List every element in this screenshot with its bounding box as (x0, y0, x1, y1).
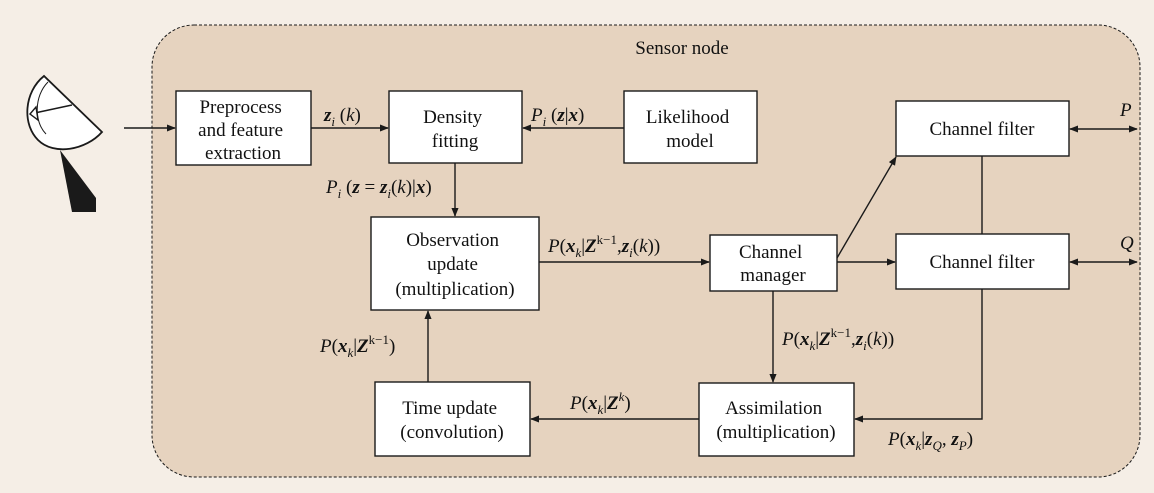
density-fitting-block: Density fitting (388, 90, 523, 164)
preprocess-block: Preprocess and feature extraction (175, 90, 312, 166)
preprocess-label: Preprocess and feature extraction (198, 97, 288, 164)
label-assimilation-to-time: P(xk|Zk) (569, 389, 631, 417)
density-fitting-label: Density fitting (423, 107, 487, 152)
likelihood-model-label: Likelihood model (646, 107, 734, 152)
arrow-manager-to-filter-p (836, 156, 897, 259)
label-zi-k: zi (k) (323, 105, 361, 129)
channel-filter-p-block: Channel filter (895, 100, 1070, 157)
time-update-block: Time update (convolution) (374, 381, 531, 457)
observation-update-block: Observation update (multiplication) (370, 216, 540, 311)
channel-filter-p-label: Channel filter (930, 119, 1036, 140)
channel-manager-block: Channel manager (709, 234, 838, 292)
likelihood-model-block: Likelihood model (623, 90, 758, 164)
satellite-dish-icon (26, 74, 104, 212)
sensor-node-title: Sensor node (635, 38, 728, 59)
label-manager-to-assimilation: P(xk|Zk−1,zi(k)) (781, 325, 894, 353)
channel-manager-label: Channel manager (739, 242, 807, 286)
channel-filter-q-block: Channel filter (895, 233, 1070, 290)
label-filter-to-assimilation: P(xk|zQ, zP) (887, 429, 973, 453)
port-p-label: P (1119, 100, 1132, 121)
observation-update-label: Observation update (multiplication) (395, 230, 514, 300)
time-update-label: Time update (convolution) (400, 398, 503, 443)
assimilation-block: Assimilation (multiplication) (698, 382, 855, 457)
label-likelihood-out: Pi (z|x) (530, 105, 584, 129)
label-observation-out: P(xk|Zk−1,zi(k)) (547, 232, 660, 260)
channel-filter-q-label: Channel filter (930, 252, 1036, 273)
arrow-filter-q-to-assimilation (854, 289, 983, 423)
port-q-label: Q (1120, 233, 1134, 254)
label-density-out: Pi (z = zi(k)|x) (325, 177, 432, 201)
label-time-to-observation: P(xk|Zk−1) (319, 332, 395, 360)
assimilation-label: Assimilation (multiplication) (716, 398, 835, 443)
